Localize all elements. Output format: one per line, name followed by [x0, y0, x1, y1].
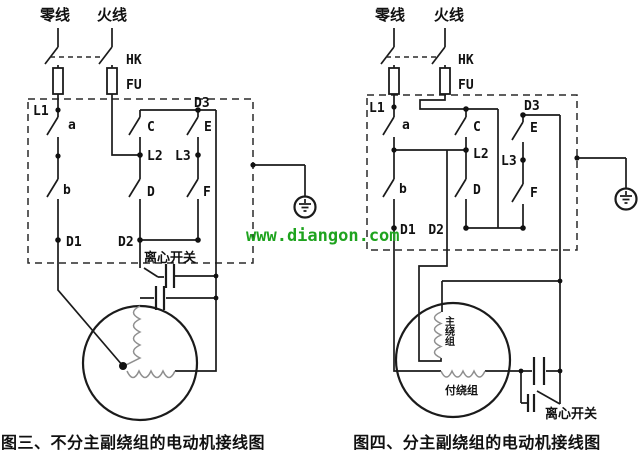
right-neutral-label: 零线 — [374, 6, 405, 24]
right-centrifugal-switch-and-capacitor — [485, 357, 561, 412]
left-fu-label: FU — [126, 78, 142, 93]
right-d2-label: D2 — [428, 223, 444, 238]
left-bus-wires — [140, 109, 217, 372]
right-neutral-rail — [382, 116, 441, 372]
left-terminal-box-border — [27, 98, 254, 264]
left-d-label: D — [147, 185, 155, 200]
ground-lamp-symbol — [614, 187, 638, 211]
right-motor — [394, 301, 512, 419]
left-e-label: E — [204, 120, 212, 135]
left-circuit: 零线 火线 HK FU L1 a b D1 C L2 D L3 D3 E F D… — [27, 6, 317, 422]
right-main-winding-label: 主绕组 — [443, 315, 455, 346]
left-b-label: b — [63, 183, 71, 198]
motor-body — [81, 304, 199, 422]
watermark-text: www.diangon.com — [246, 226, 400, 246]
right-aux-winding-label: 付绕组 — [445, 383, 478, 397]
left-d2-label: D2 — [118, 235, 134, 250]
switch-contact — [526, 394, 536, 412]
left-ground-lamp — [250, 162, 317, 219]
right-hk-label: HK — [458, 53, 474, 68]
capacitor-symbol — [532, 357, 546, 385]
main-winding-coil — [433, 311, 443, 359]
left-a-label: a — [68, 118, 76, 133]
winding-junction — [119, 362, 127, 370]
left-junction-dots — [55, 107, 219, 301]
right-d1-label: D1 — [400, 223, 416, 238]
left-l2-label: L2 — [147, 149, 163, 164]
right-caption: 图四、分主副绕组的电动机接线图 — [353, 433, 601, 452]
right-bus-wires — [441, 115, 561, 404]
right-l1-label: L1 — [369, 101, 385, 116]
fuse-symbol — [52, 67, 64, 95]
left-ef-column — [186, 110, 199, 240]
left-motor — [81, 304, 199, 422]
fuse-symbol — [388, 67, 400, 95]
right-live-label: 火线 — [434, 6, 464, 24]
left-l1-label: L1 — [33, 104, 49, 119]
motor-body — [394, 301, 512, 419]
left-d3-label: D3 — [194, 96, 210, 111]
right-a-label: a — [402, 118, 410, 133]
right-junction-dots — [391, 104, 563, 374]
right-b-label: b — [399, 182, 407, 197]
capacitor-symbol — [164, 264, 176, 288]
left-centrifugal-label: 离心开关 — [144, 250, 196, 265]
left-neutral-label: 零线 — [39, 6, 70, 24]
right-e-label: E — [530, 121, 538, 136]
aux-winding-coil — [440, 369, 486, 378]
right-ground-lamp — [574, 155, 638, 211]
left-f-label: F — [203, 185, 211, 200]
right-terminal-box-border — [366, 94, 578, 251]
left-centrifugal-switch-and-capacitors — [140, 264, 216, 310]
right-f-label: F — [530, 186, 538, 201]
left-c-label: C — [147, 120, 155, 135]
left-hk-label: HK — [126, 53, 142, 68]
ground-lamp-symbol — [293, 195, 317, 219]
right-l3-label: L3 — [501, 154, 517, 169]
left-caption: 图三、不分主副绕组的电动机接线图 — [1, 433, 265, 452]
capacitor-symbol — [154, 286, 166, 310]
right-cd-column — [454, 109, 467, 228]
right-centrifugal-label: 离心开关 — [545, 406, 597, 421]
right-l2-label: L2 — [473, 147, 489, 162]
fuse-symbol — [439, 67, 451, 95]
right-c-label: C — [473, 120, 481, 135]
left-d1-label: D1 — [66, 235, 82, 250]
right-d-label: D — [473, 183, 481, 198]
winding-coil — [123, 305, 142, 367]
fuse-symbol — [106, 67, 118, 95]
right-ef-column — [511, 114, 560, 228]
right-d3-label: D3 — [524, 99, 540, 114]
winding-coil — [126, 369, 176, 379]
left-l3-label: L3 — [175, 149, 191, 164]
right-fu-label: FU — [458, 78, 474, 93]
left-cd-column — [128, 110, 141, 268]
left-live-label: 火线 — [97, 6, 127, 24]
right-circuit: 零线 火线 HK FU L1 a b D1 C L2 D L3 D3 E F D… — [366, 6, 638, 421]
